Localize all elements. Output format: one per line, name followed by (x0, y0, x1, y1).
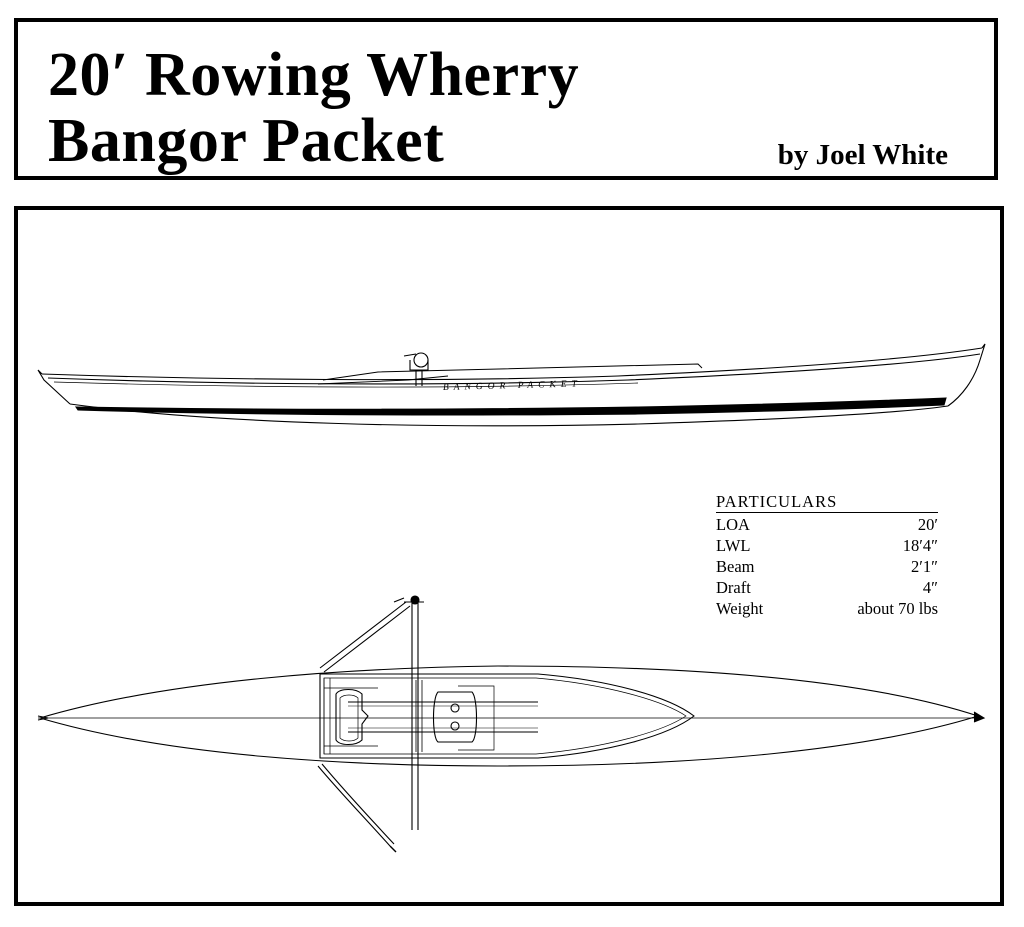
title-box: 20′ Rowing Wherry Bangor Packet by Joel … (14, 18, 998, 180)
title-line-1: 20′ Rowing Wherry (48, 41, 580, 109)
particular-label: Draft (716, 578, 751, 597)
particulars-table: PARTICULARS LOA 20′ LWL 18′4″ Beam 2′1″ … (716, 491, 938, 619)
particular-value: 20′ (917, 515, 938, 534)
particulars-heading: PARTICULARS (716, 491, 938, 513)
particulars-row: LWL 18′4″ (716, 535, 938, 556)
particular-value: 18′4″ (902, 536, 938, 555)
particular-value: about 70 lbs (857, 599, 938, 618)
particulars-row: LOA 20′ (716, 514, 938, 535)
byline: by Joel White (777, 139, 948, 171)
particular-label: LWL (716, 536, 751, 555)
particulars-row: Beam 2′1″ (716, 556, 938, 577)
hull-name-lettering: BANGOR PACKET (443, 379, 582, 393)
particular-label: Weight (716, 599, 764, 618)
particulars-row: Weight about 70 lbs (716, 598, 938, 619)
title-line-2: Bangor Packet (48, 107, 445, 175)
particular-label: LOA (716, 515, 750, 534)
particular-label: Beam (716, 557, 755, 576)
particular-value: 4″ (922, 578, 938, 597)
particulars-row: Draft 4″ (716, 577, 938, 598)
profile-view: BANGOR PACKET (37, 343, 986, 427)
drawing-box: BANGOR PACKET (14, 206, 1004, 906)
boat-plans: BANGOR PACKET (37, 343, 986, 853)
particular-value: 2′1″ (911, 557, 938, 576)
plan-view (37, 595, 986, 853)
